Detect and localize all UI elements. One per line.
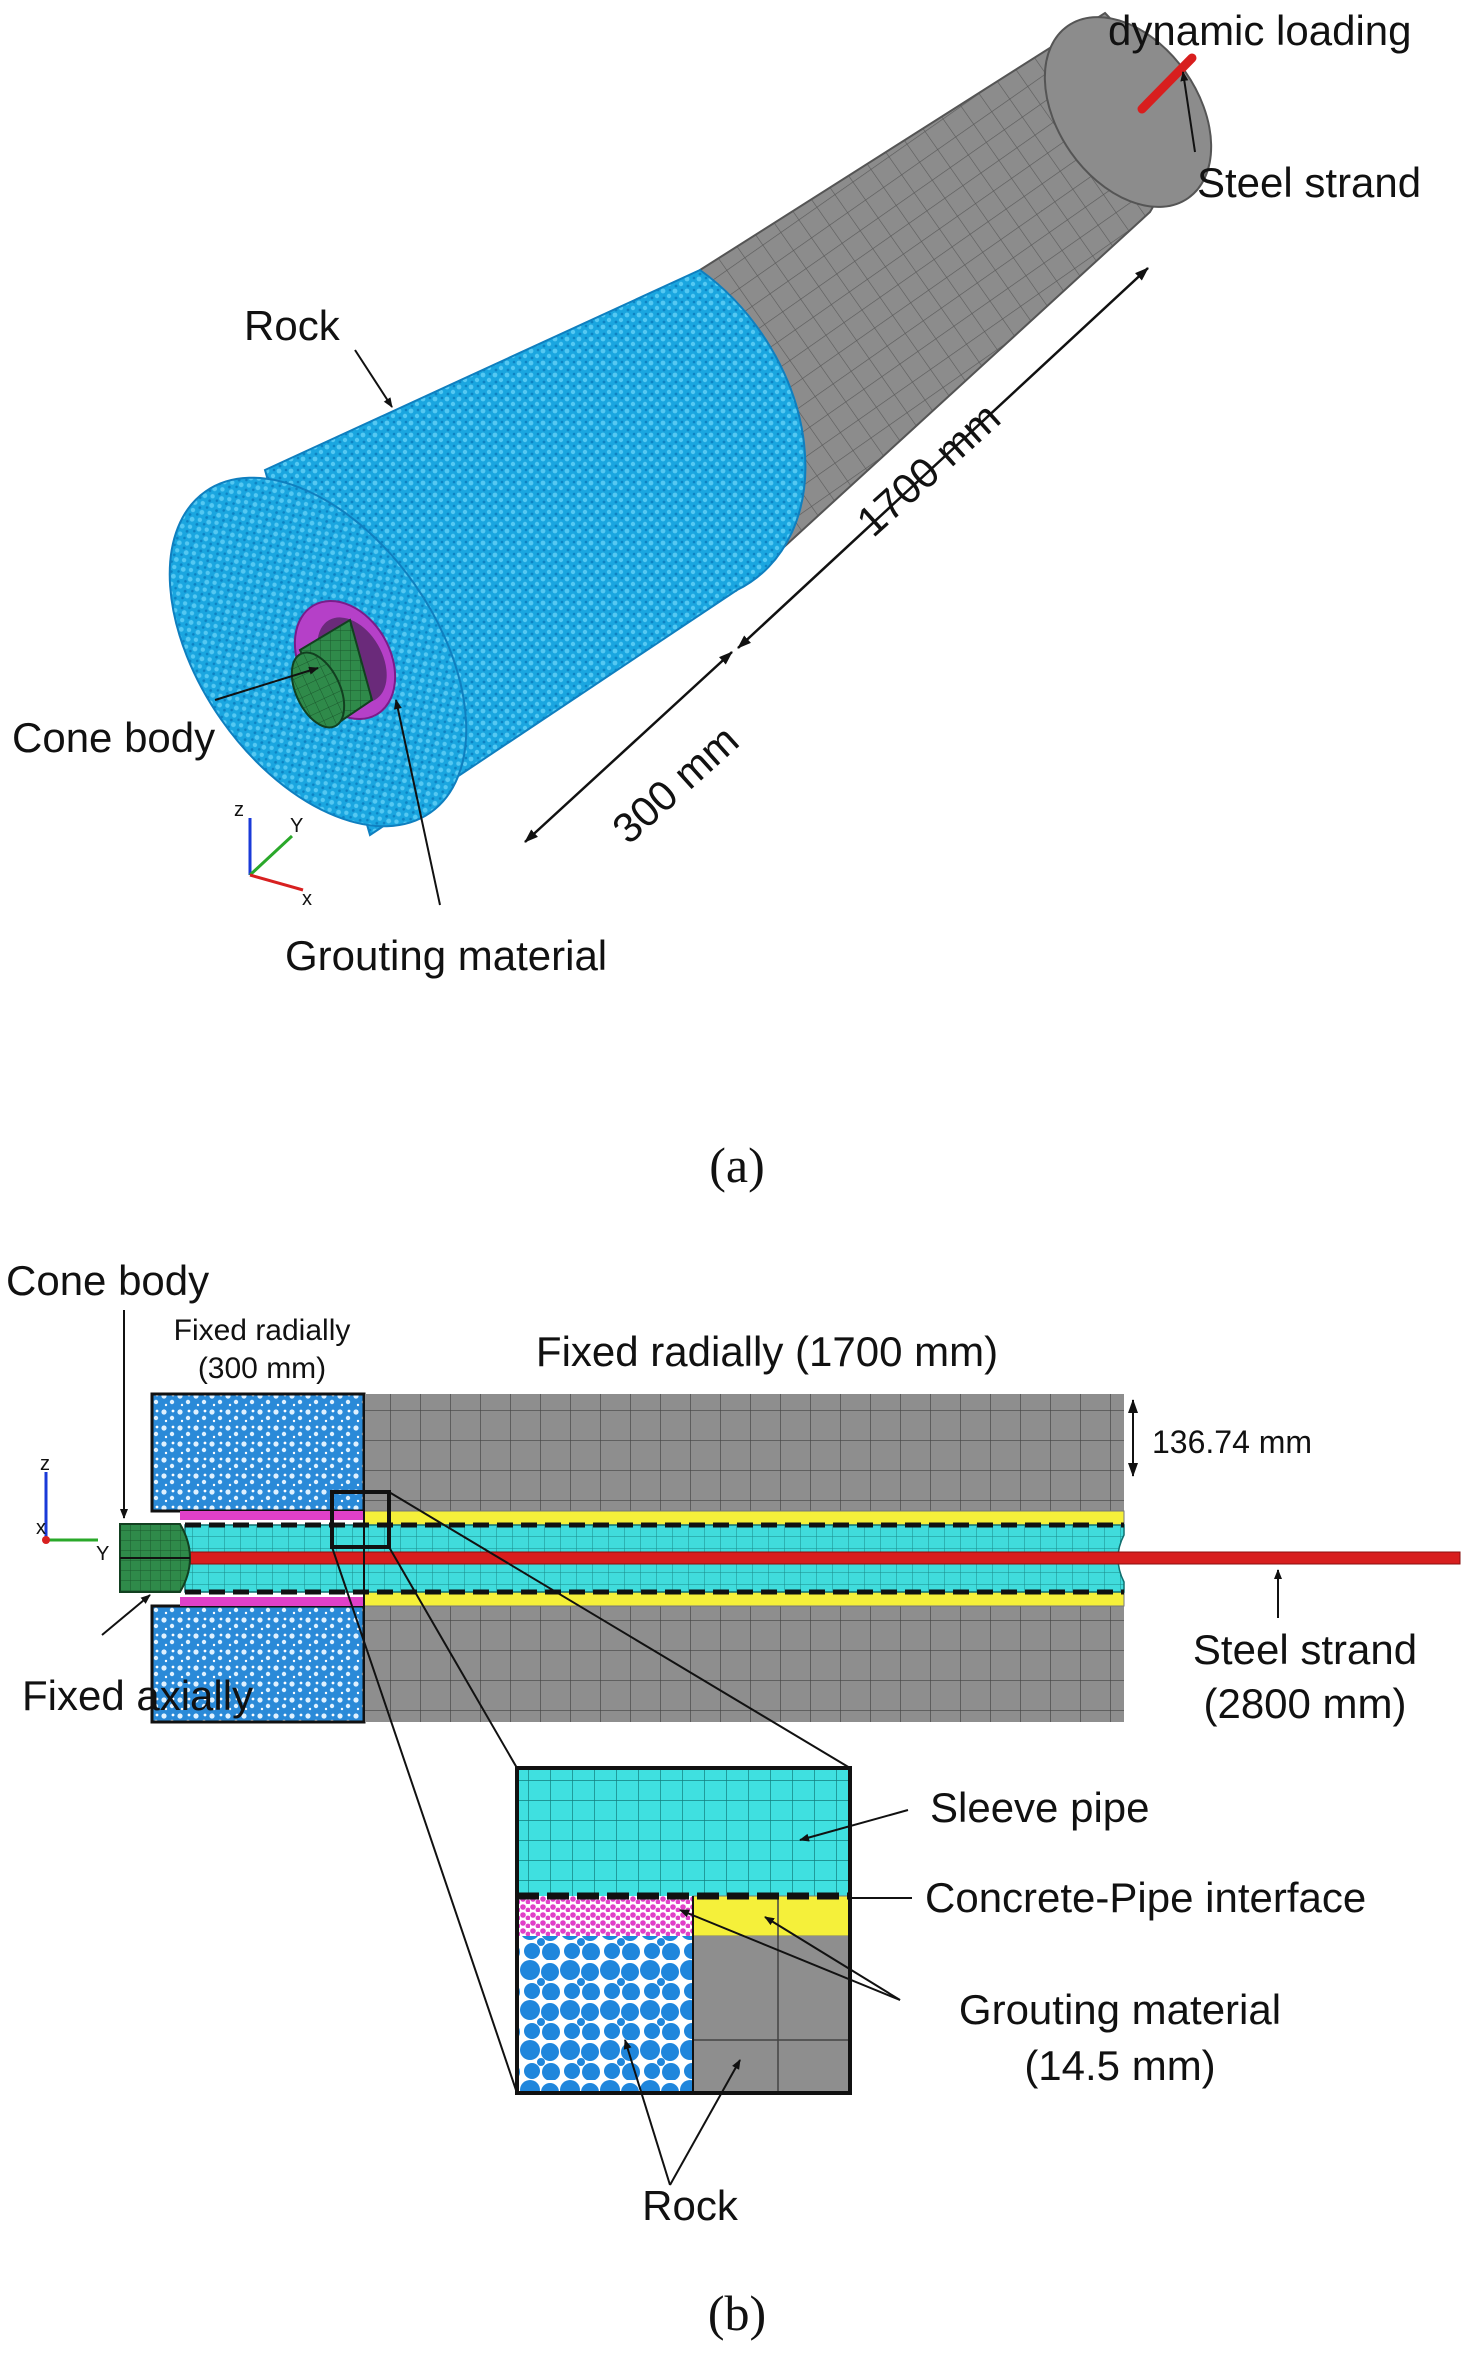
- label-rock-b: Rock: [642, 2182, 739, 2229]
- svg-text:x: x: [302, 888, 312, 910]
- zoom-rock-particles: [517, 1936, 693, 2093]
- zoom-grout-yellow: [692, 1895, 850, 1937]
- label-fixed-radially-long: Fixed radially (1700 mm): [536, 1328, 998, 1375]
- label-dynamic-loading: dynamic loading: [1108, 7, 1412, 54]
- label-cone-body-a: Cone body: [12, 714, 215, 761]
- leader-rock-1: [623, 2039, 671, 2186]
- leader-grout-1: [679, 1909, 901, 2001]
- label-300: 300 mm: [603, 716, 747, 852]
- leader-grout-2: [764, 1916, 901, 2001]
- zoom-grout-magenta: [517, 1896, 693, 1936]
- label-grouting-b1: Grouting material: [959, 1986, 1281, 2033]
- zoom-frame: [515, 1766, 852, 2095]
- label-fixed-radially-short-2: (300 mm): [198, 1352, 326, 1385]
- label-cone-body-b: Cone body: [6, 1257, 209, 1304]
- label-grouting-b2: (14.5 mm): [1024, 2042, 1215, 2089]
- zoom-rock-mesh: [693, 1936, 850, 2093]
- svg-text:Y: Y: [96, 1543, 109, 1565]
- steel-strand-3d: [1137, 53, 1197, 114]
- label-steel-strand-b2: (2800 mm): [1203, 1680, 1406, 1727]
- leader-rock-2: [669, 2059, 741, 2186]
- dimension-300: [524, 651, 733, 843]
- leader-cone-a: [214, 666, 319, 701]
- svg-text:z: z: [234, 799, 244, 821]
- label-sleeve-pipe: Sleeve pipe: [930, 1784, 1150, 1831]
- label-steel-strand-a: Steel strand: [1197, 159, 1421, 206]
- leader-fixed-axially: [101, 1594, 151, 1636]
- svg-text:x: x: [36, 1517, 46, 1539]
- label-steel-strand-b1: Steel strand: [1193, 1626, 1417, 1673]
- leader-sleeve: [799, 1809, 909, 1842]
- svg-text:z: z: [40, 1453, 50, 1475]
- mesh-block-bottom: [364, 1606, 1124, 1722]
- leader-grout-a: [393, 699, 441, 906]
- caption-b: (b): [708, 2285, 766, 2341]
- steel-strand-2d: [184, 1551, 1461, 1565]
- rock-block-bottom: [150, 1604, 366, 1724]
- axis-triad-b: z Y x: [36, 1453, 109, 1565]
- leader-strand-a: [1180, 71, 1196, 153]
- label-fixed-radially-short-1: Fixed radially: [174, 1314, 351, 1347]
- panel-a-cylinder: [168, 11, 1213, 837]
- label-grouting-a: Grouting material: [285, 932, 607, 979]
- label-interface: Concrete-Pipe interface: [925, 1874, 1366, 1921]
- dimension-1700: [737, 267, 1149, 649]
- zoom-sleeve: [517, 1768, 850, 1896]
- panel-b-section: [119, 1392, 1461, 2094]
- zoom-source-box: [330, 1490, 391, 1549]
- rock-block-top: [150, 1392, 366, 1513]
- mesh-block-top: [364, 1394, 1124, 1511]
- zoom-inset: [517, 1768, 850, 2093]
- leader-rock-a: [354, 349, 393, 408]
- label-radius: 136.74 mm: [1152, 1424, 1312, 1460]
- svg-text:Y: Y: [290, 815, 303, 837]
- label-rock-a: Rock: [244, 302, 341, 349]
- axis-triad-a: z Y x: [234, 799, 312, 910]
- label-fixed-axially: Fixed axially: [22, 1672, 253, 1719]
- caption-a: (a): [709, 1137, 765, 1193]
